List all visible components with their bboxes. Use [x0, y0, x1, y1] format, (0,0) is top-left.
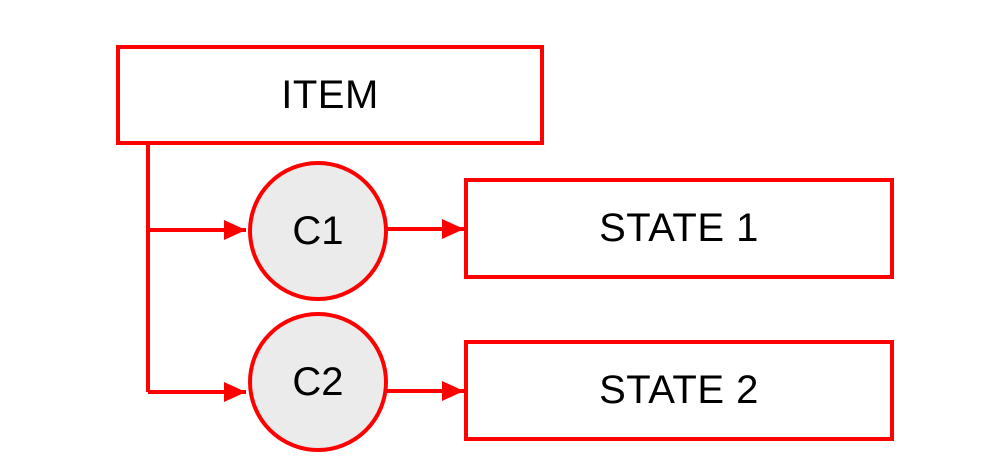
arrowhead-item-to-c1 — [224, 220, 246, 240]
arrowhead-c1-to-state1 — [442, 219, 464, 239]
state-box-2: STATE 2 — [464, 340, 894, 441]
state-box-1: STATE 1 — [464, 178, 894, 279]
state-label-2: STATE 2 — [599, 368, 759, 412]
state-label-1: STATE 1 — [599, 206, 759, 250]
arrowhead-c2-to-state2 — [442, 381, 464, 401]
item-label: ITEM — [281, 72, 379, 117]
condition-label-c1: C1 — [292, 208, 344, 253]
item-box: ITEM — [116, 45, 544, 145]
condition-node-c2: C2 — [248, 312, 388, 452]
condition-label-c2: C2 — [292, 359, 344, 404]
condition-node-c1: C1 — [248, 161, 388, 301]
arrowhead-item-to-c2 — [224, 382, 246, 402]
